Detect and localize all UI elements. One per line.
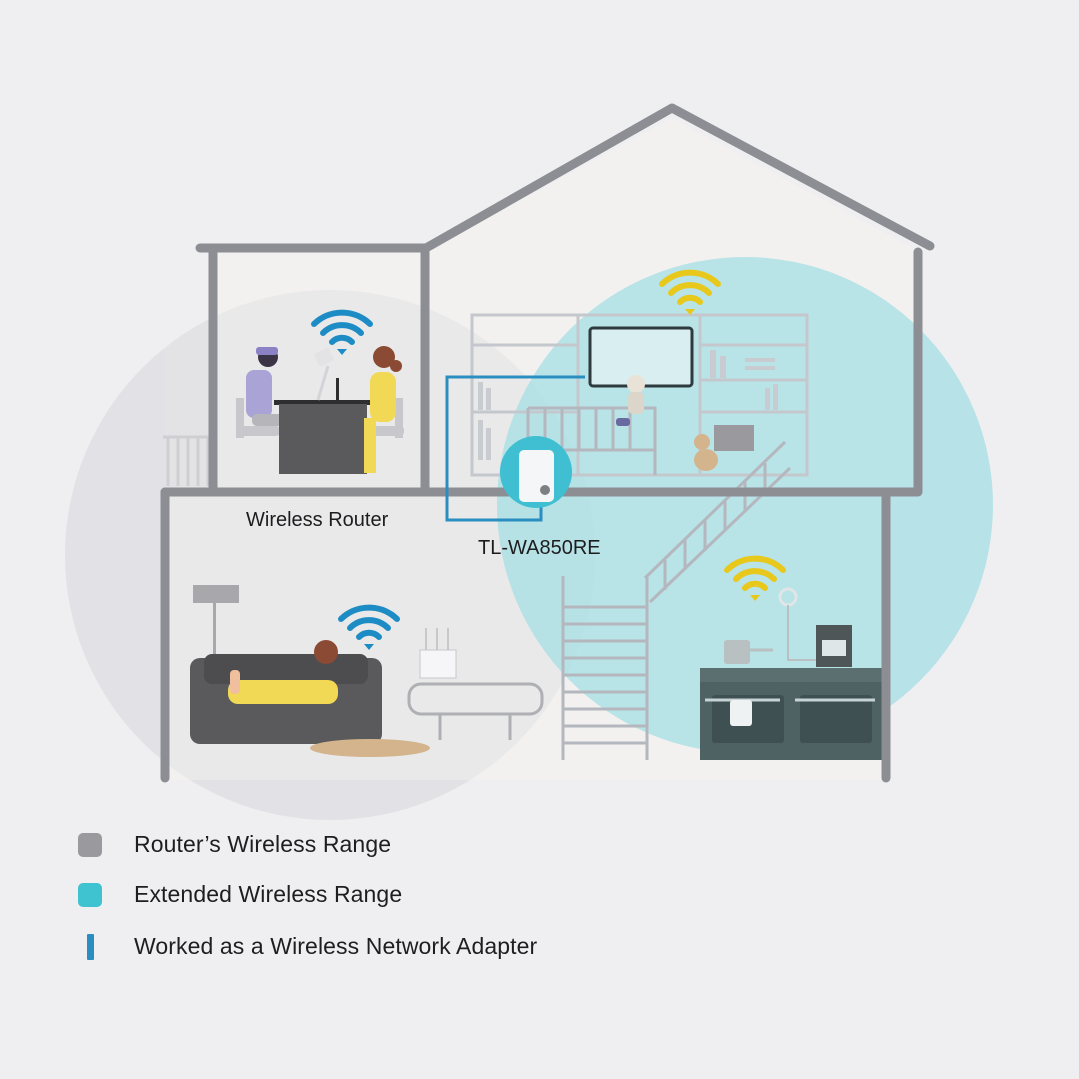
range-extender-device bbox=[500, 436, 572, 508]
adapter-line bbox=[445, 375, 585, 522]
legend-item-adapter: Worked as a Wireless Network Adapter bbox=[78, 933, 537, 960]
staircase bbox=[561, 440, 792, 760]
living-room bbox=[190, 585, 544, 757]
adapter-bar-icon bbox=[87, 933, 94, 960]
router-label: Wireless Router bbox=[246, 509, 389, 531]
nursery-room bbox=[470, 273, 809, 477]
extended-range-swatch-icon bbox=[78, 882, 102, 907]
legend-item-router-range: Router’s Wireless Range bbox=[78, 831, 391, 858]
legend-item-extended-range: Extended Wireless Range bbox=[78, 881, 402, 908]
router-range-swatch-icon bbox=[78, 832, 102, 857]
kitchen bbox=[700, 559, 883, 760]
extender-label: TL-WA850RE bbox=[478, 537, 601, 559]
office-room bbox=[236, 313, 404, 474]
balcony-railing bbox=[163, 435, 210, 486]
